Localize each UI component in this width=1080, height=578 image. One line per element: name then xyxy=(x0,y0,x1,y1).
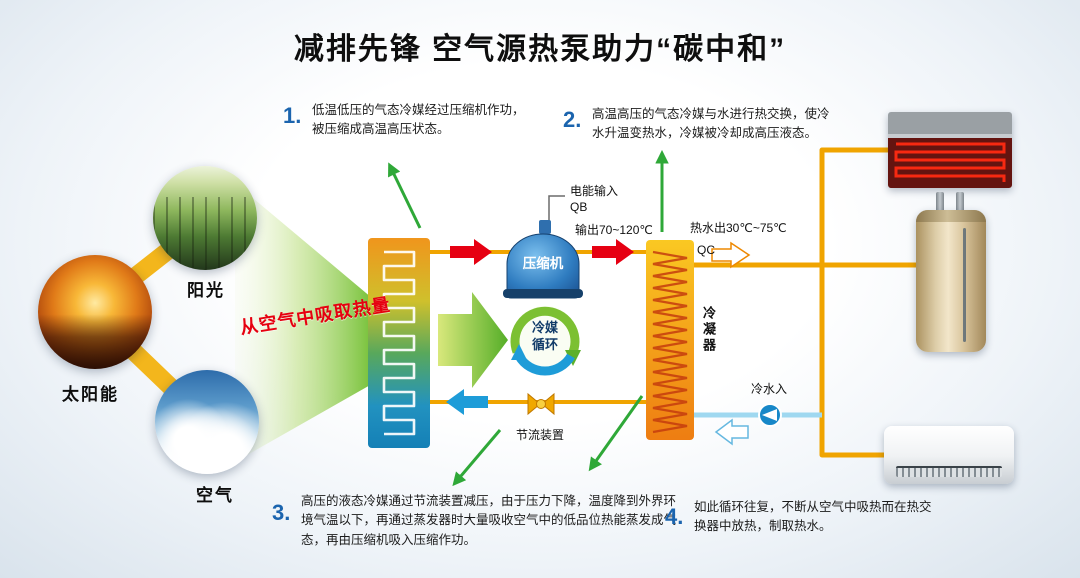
solar-label: 太阳能 xyxy=(62,385,119,404)
page-title: 减排先锋 空气源热泵助力“碳中和” xyxy=(293,33,787,66)
refrigerant-cycle xyxy=(510,306,581,376)
step-1-text: 低温低压的气态冷媒经过压缩机作功， 被压缩成高温高压状态。 xyxy=(312,103,525,137)
ac-grille xyxy=(896,466,1002,477)
cold-water-in-label: 冷水入 xyxy=(751,382,788,396)
heater-pipe-stub xyxy=(956,192,964,212)
step-3-text: 高压的液态冷媒通过节流装置减压，由于压力下降，温度降到外界环 境气温以下，再通过… xyxy=(301,494,677,547)
step-3-number: 3. xyxy=(272,500,291,525)
power-input-line xyxy=(548,195,565,224)
qb-label: QB xyxy=(570,200,588,214)
sunlight-label: 阳光 xyxy=(187,281,225,300)
cold-flow-arrow xyxy=(446,389,488,415)
evaporator-coil xyxy=(382,250,416,436)
cold-water-arrow xyxy=(714,418,749,446)
qc-arrow xyxy=(711,241,751,269)
floor-heating-image xyxy=(888,112,1012,188)
fan-coil-unit-image xyxy=(884,426,1014,484)
air-absorption-cone xyxy=(235,183,372,462)
cold-water-pump xyxy=(758,403,782,427)
condenser-label: 冷凝器 xyxy=(701,306,716,354)
hot-water-out-label: 热水出30℃~75℃ xyxy=(690,221,787,235)
compressor xyxy=(503,195,583,299)
power-input-label: 电能输入 xyxy=(570,184,619,198)
qc-label: QC xyxy=(697,243,715,257)
condenser-coil xyxy=(652,250,688,434)
heat-flow-arrow xyxy=(438,292,508,388)
water-heater-image xyxy=(916,210,986,352)
step-2-text: 高温高压的气态冷媒与水进行热交换，使冷 水升温变热水，冷媒被冷却成高压液态。 xyxy=(592,107,830,141)
clouds-photo xyxy=(155,370,259,474)
output-temp-label: 输出70~120℃ xyxy=(575,223,653,237)
annotation-arrows xyxy=(388,149,669,487)
throttle-label: 节流装置 xyxy=(516,428,565,442)
throttle-valve xyxy=(527,392,555,416)
step-1-number: 1. xyxy=(283,103,302,128)
forest-photo xyxy=(153,166,257,270)
evaporator xyxy=(368,238,430,448)
compressor-label: 压缩机 xyxy=(522,256,564,271)
step-4-text: 如此循环往复，不断从空气中吸热而在热交 换器中放热，制取热水。 xyxy=(694,500,932,534)
air-label: 空气 xyxy=(196,486,234,505)
sun-photo xyxy=(38,255,152,369)
step-4-number: 4. xyxy=(665,504,684,529)
condenser xyxy=(646,240,694,440)
heater-pipe-stub xyxy=(936,192,944,212)
floor-heating-art xyxy=(888,112,1012,188)
step-2-number: 2. xyxy=(563,107,582,132)
hot-flow-arrows xyxy=(450,239,634,265)
refrigerant-cycle-label: 冷媒 循环 xyxy=(531,320,558,352)
